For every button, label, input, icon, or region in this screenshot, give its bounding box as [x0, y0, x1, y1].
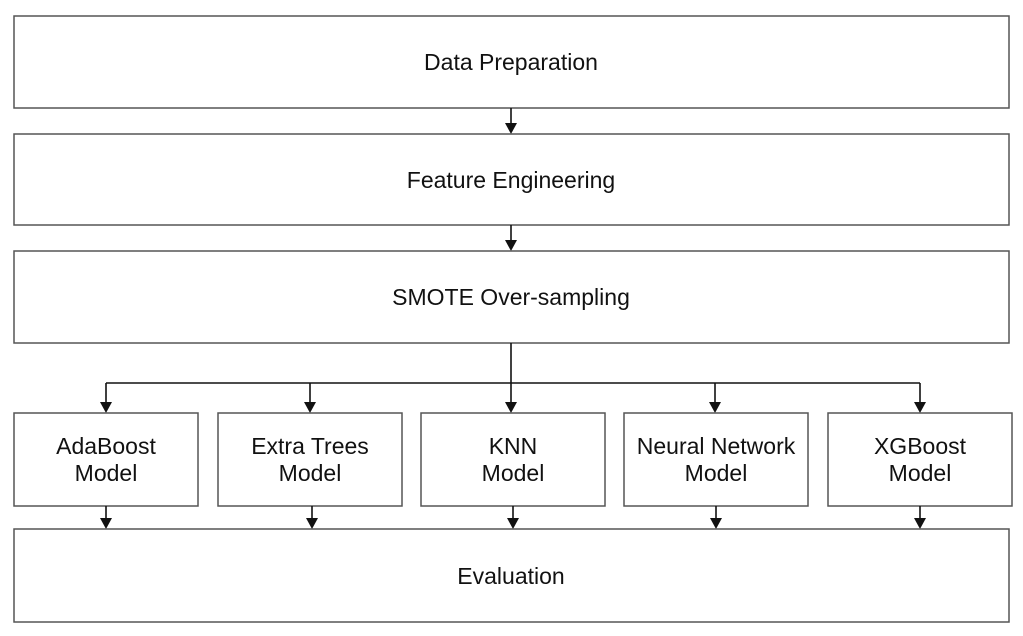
- arrowhead-down: [505, 123, 517, 134]
- arrowhead-down: [507, 518, 519, 529]
- arrowhead-down: [710, 518, 722, 529]
- edge-models-to-evaluation: [100, 506, 926, 529]
- arrowhead-down: [100, 518, 112, 529]
- node-adaboost-model: AdaBoost Model: [13, 412, 199, 507]
- node-knn-model-label-line2: Model: [482, 460, 545, 486]
- node-feature-engineering-label: Feature Engineering: [407, 167, 615, 193]
- node-neural-network-model-label-line2: Model: [685, 460, 748, 486]
- arrowhead-down: [100, 402, 112, 413]
- node-adaboost-model-label-line2: Model: [75, 460, 138, 486]
- node-evaluation-box: [13, 528, 1010, 623]
- node-adaboost-model-box: [13, 412, 199, 507]
- node-data-preparation: Data Preparation: [13, 15, 1010, 109]
- node-feature-engineering-box: [13, 133, 1010, 226]
- node-evaluation-label: Evaluation: [457, 563, 564, 589]
- node-extra-trees-model-label-line2: Model: [279, 460, 342, 486]
- node-knn-model-label-line1: KNN: [489, 433, 538, 459]
- node-xgboost-model-box: [827, 412, 1013, 507]
- node-smote-oversampling: SMOTE Over-sampling: [13, 250, 1010, 344]
- node-xgboost-model-label-line1: XGBoost: [874, 433, 967, 459]
- edge-dataprep-to-feature: [505, 108, 517, 134]
- arrowhead-down: [914, 402, 926, 413]
- node-neural-network-model-label-line1: Neural Network: [637, 433, 796, 459]
- arrowhead-down: [505, 402, 517, 413]
- node-extra-trees-model: Extra Trees Model: [217, 412, 403, 507]
- node-feature-engineering: Feature Engineering: [13, 133, 1010, 226]
- node-knn-model-box: [420, 412, 606, 507]
- node-xgboost-model: XGBoost Model: [827, 412, 1013, 507]
- node-smote-oversampling-box: [13, 250, 1010, 344]
- arrowhead-down: [709, 402, 721, 413]
- node-data-preparation-label: Data Preparation: [424, 49, 598, 75]
- arrowhead-down: [304, 402, 316, 413]
- node-smote-oversampling-label: SMOTE Over-sampling: [392, 284, 630, 310]
- edge-smote-fanout: [100, 343, 926, 413]
- arrowhead-down: [914, 518, 926, 529]
- arrowhead-down: [306, 518, 318, 529]
- node-extra-trees-model-label-line1: Extra Trees: [251, 433, 369, 459]
- node-adaboost-model-label-line1: AdaBoost: [56, 433, 156, 459]
- node-extra-trees-model-box: [217, 412, 403, 507]
- node-knn-model: KNN Model: [420, 412, 606, 507]
- node-xgboost-model-label-line2: Model: [889, 460, 952, 486]
- node-evaluation: Evaluation: [13, 528, 1010, 623]
- node-neural-network-model-box: [623, 412, 809, 507]
- edge-feature-to-smote: [505, 225, 517, 251]
- node-neural-network-model: Neural Network Model: [623, 412, 809, 507]
- arrowhead-down: [505, 240, 517, 251]
- node-data-preparation-box: [13, 15, 1010, 109]
